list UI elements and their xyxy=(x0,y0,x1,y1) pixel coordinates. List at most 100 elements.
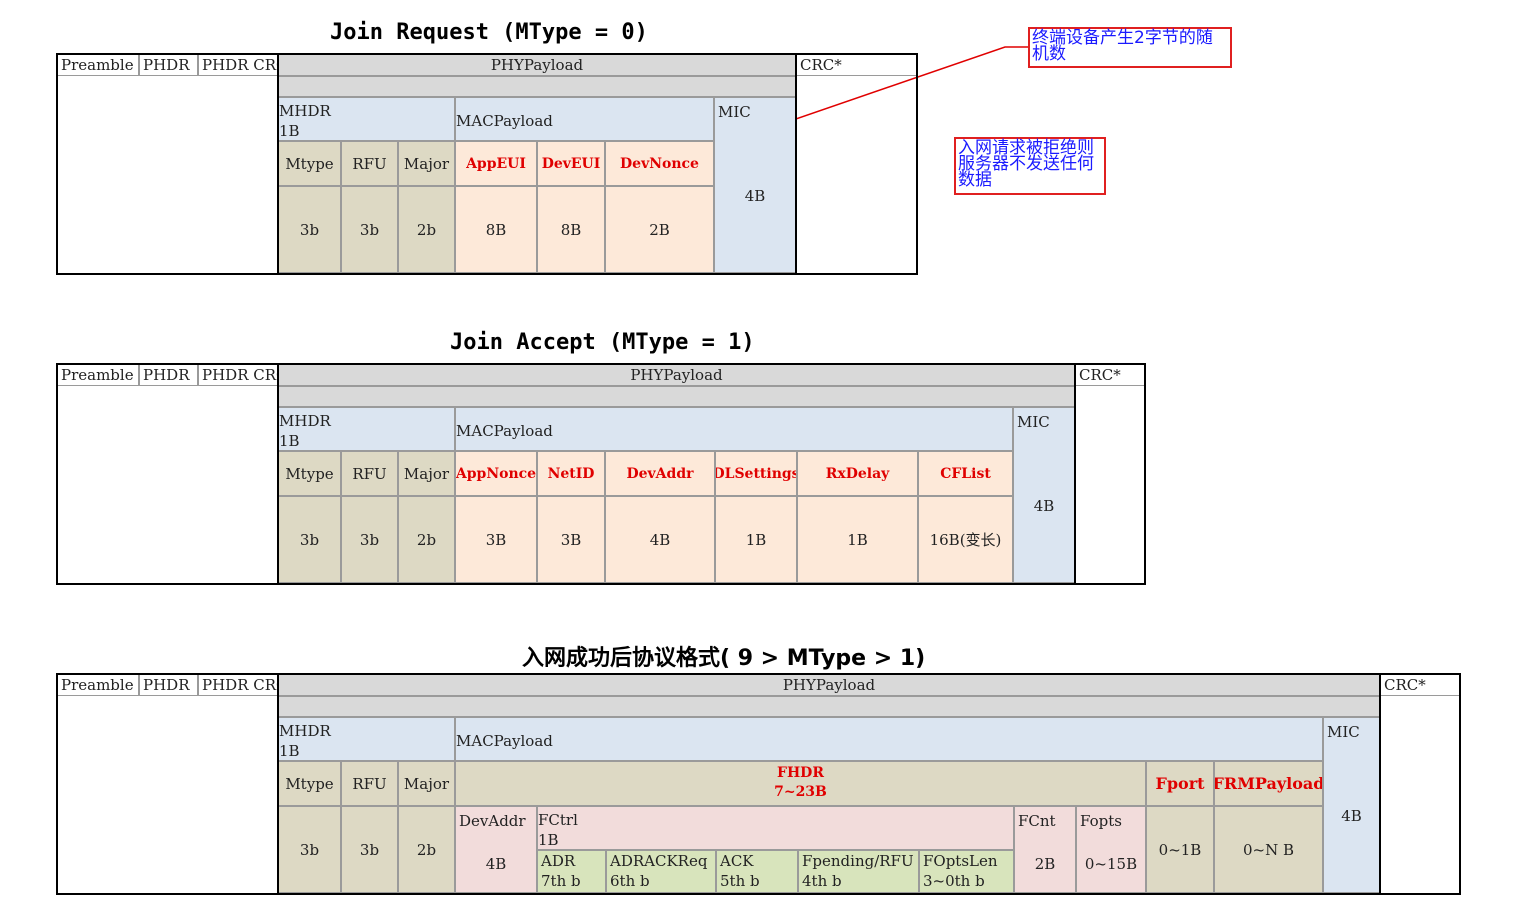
fhdr-label: FHDR xyxy=(777,765,824,781)
devaddr-cell: DevAddr xyxy=(605,451,715,496)
mtype-size-cell: 3b xyxy=(278,806,341,893)
fport-cell: Fport xyxy=(1146,761,1214,806)
preamble-cell: Preamble xyxy=(57,674,139,696)
join-request-title: Join Request (MType = 0) xyxy=(330,20,648,45)
phypayload-cell: PHYPayload xyxy=(278,364,1075,386)
phypayload-spacer xyxy=(278,696,1380,717)
fctrl-bit-fpending: Fpending/RFU 4th b xyxy=(798,850,919,893)
mic-label: MIC xyxy=(1327,723,1360,741)
fctrl-bit-name: Fpending/RFU xyxy=(802,852,914,870)
phdr-crc-cell: PHDR CRC xyxy=(198,54,278,76)
cflist-size-cell: 16B(变长) xyxy=(918,496,1013,583)
mhdr-cell: MHDR 1B xyxy=(278,717,455,761)
rfu-cell: RFU xyxy=(341,141,398,186)
devaddr-size: 4B xyxy=(485,855,507,873)
devaddr-size-cell: 4B xyxy=(605,496,715,583)
mhdr-cell: MHDR 1B xyxy=(278,97,455,141)
devnonce-note: 终端设备产生2字节的随机数 xyxy=(1028,27,1232,68)
fctrl-bit-position: 7th b xyxy=(541,872,581,890)
mhdr-label: MHDR xyxy=(279,102,331,120)
rfu-size-cell: 3b xyxy=(341,806,398,893)
major-size-cell: 2b xyxy=(398,496,455,583)
major-cell: Major xyxy=(398,451,455,496)
fcnt-size: 2B xyxy=(1034,855,1056,873)
major-size-cell: 2b xyxy=(398,806,455,893)
fctrl-bit-name: FOptsLen xyxy=(923,852,998,870)
fctrl-bit-name: ACK xyxy=(720,852,754,870)
netid-cell: NetID xyxy=(537,451,605,496)
phdr-cell: PHDR xyxy=(139,364,198,386)
mhdr-cell: MHDR 1B xyxy=(278,407,455,451)
fctrl-bit-position: 5th b xyxy=(720,872,760,890)
macpayload-cell: MACPayload xyxy=(455,717,1323,761)
fctrl-size: 1B xyxy=(538,831,559,849)
mhdr-label: MHDR xyxy=(279,722,331,740)
mic-label: MIC xyxy=(718,103,751,121)
fhdr-size: 7~23B xyxy=(774,784,827,800)
phdr-crc-cell: PHDR CRC xyxy=(198,674,278,696)
crc-cell: CRC* xyxy=(796,54,917,76)
join-request-divider-right xyxy=(795,53,797,275)
reject-note: 入网请求被拒绝则服务器不发送任何数据 xyxy=(954,137,1106,195)
fctrl-bit-name: ADRACKReq xyxy=(610,852,708,870)
mtype-cell: Mtype xyxy=(278,761,341,806)
rfu-size-cell: 3b xyxy=(341,496,398,583)
mhdr-size: 1B xyxy=(279,742,300,760)
major-cell: Major xyxy=(398,761,455,806)
join-request-divider-left xyxy=(277,53,279,275)
fctrl-bit-name: ADR xyxy=(541,852,576,870)
mic-size: 4B xyxy=(744,187,766,205)
appnonce-cell: AppNonce xyxy=(455,451,537,496)
netid-size-cell: 3B xyxy=(537,496,605,583)
devaddr-label: DevAddr xyxy=(459,812,526,830)
fopts-size: 0~15B xyxy=(1084,855,1138,873)
rfu-size-cell: 3b xyxy=(341,186,398,273)
phdr-cell: PHDR xyxy=(139,54,198,76)
data-frame-divider-left xyxy=(277,673,279,895)
phypayload-spacer xyxy=(278,386,1075,407)
mic-size: 4B xyxy=(1033,497,1055,515)
join-accept-divider-left xyxy=(277,363,279,585)
mtype-size-cell: 3b xyxy=(278,496,341,583)
preamble-cell: Preamble xyxy=(57,364,139,386)
fopts-cell: Fopts 0~15B xyxy=(1076,806,1146,893)
fcnt-label: FCnt xyxy=(1018,812,1056,830)
fport-size-cell: 0~1B xyxy=(1146,806,1214,893)
fctrl-bit-position: 4th b xyxy=(802,872,842,890)
fctrl-bit-adr: ADR 7th b xyxy=(537,850,606,893)
dlsettings-size-cell: 1B xyxy=(715,496,797,583)
phypayload-cell: PHYPayload xyxy=(278,54,796,76)
mhdr-size: 1B xyxy=(279,122,300,140)
rxdelay-cell: RxDelay xyxy=(797,451,918,496)
mic-cell: MIC 4B xyxy=(1323,717,1380,893)
phdr-cell: PHDR xyxy=(139,674,198,696)
fctrl-cell: FCtrl 1B xyxy=(537,806,1014,850)
dlsettings-cell: DLSettings xyxy=(715,451,797,496)
mic-label: MIC xyxy=(1017,413,1050,431)
rfu-cell: RFU xyxy=(341,761,398,806)
data-frame-title: 入网成功后协议格式( 9 > MType > 1) xyxy=(522,646,926,671)
fctrl-bit-foptslen: FOptsLen 3~0th b xyxy=(919,850,1014,893)
frmpayload-size-cell: 0~N B xyxy=(1214,806,1323,893)
deveui-size-cell: 8B xyxy=(537,186,605,273)
mtype-cell: Mtype xyxy=(278,451,341,496)
devaddr-cell: DevAddr 4B xyxy=(455,806,537,893)
crc-cell: CRC* xyxy=(1380,674,1460,696)
major-cell: Major xyxy=(398,141,455,186)
phdr-crc-cell: PHDR CRC xyxy=(198,364,278,386)
fctrl-bit-position: 6th b xyxy=(610,872,650,890)
fctrl-bit-adrackreq: ADRACKReq 6th b xyxy=(606,850,716,893)
crc-cell: CRC* xyxy=(1075,364,1145,386)
macpayload-cell: MACPayload xyxy=(455,97,714,141)
devnonce-cell: DevNonce xyxy=(605,141,714,186)
appeui-cell: AppEUI xyxy=(455,141,537,186)
phypayload-cell: PHYPayload xyxy=(278,674,1380,696)
mic-size: 4B xyxy=(1341,807,1362,825)
mhdr-size: 1B xyxy=(279,432,300,450)
mtype-size-cell: 3b xyxy=(278,186,341,273)
phypayload-spacer xyxy=(278,76,796,97)
mic-cell: MIC 4B xyxy=(1013,407,1075,583)
join-accept-title: Join Accept (MType = 1) xyxy=(450,330,755,355)
cflist-cell: CFList xyxy=(918,451,1013,496)
appnonce-size-cell: 3B xyxy=(455,496,537,583)
